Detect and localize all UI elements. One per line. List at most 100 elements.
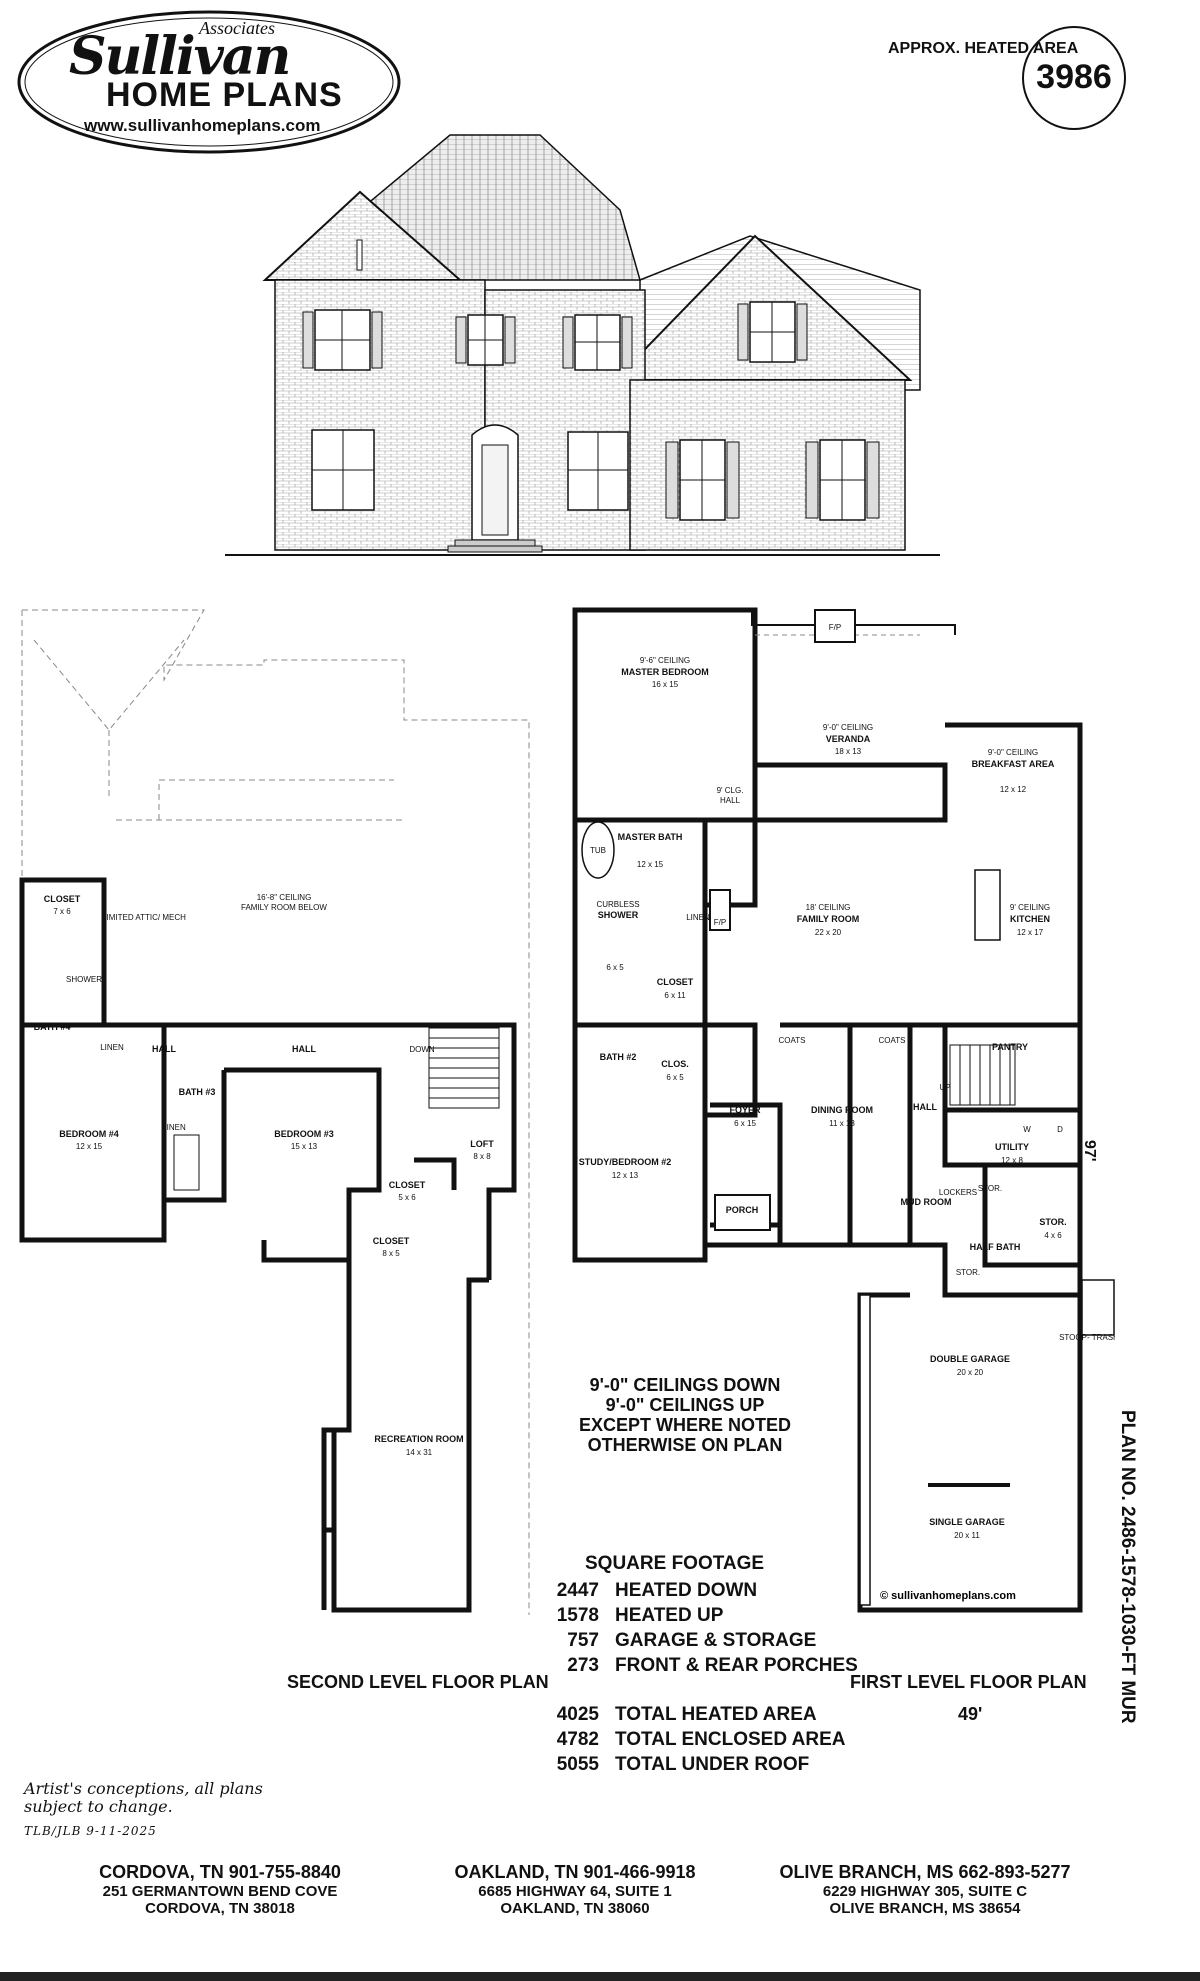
second-shower: SHOWER [66, 975, 102, 984]
second-linen-a: LINEN [100, 1043, 124, 1052]
second-loft-size: 8 x 8 [473, 1152, 491, 1161]
second-bedroom3-size: 15 x 13 [291, 1142, 318, 1151]
first-coats-b: COATS [879, 1036, 906, 1045]
second-closet-c: CLOSET [373, 1236, 410, 1246]
second-fr-below: FAMILY ROOM BELOW [241, 903, 327, 912]
office-citystate: OAKLAND, TN 38060 [500, 1900, 650, 1917]
office-cordova: CORDOVA, TN 901-755-8840 251 GERMANTOWN … [90, 1862, 350, 1917]
ceiling-note: 9'-0" CEILINGS DOWN 9'-0" CEILINGS UP EX… [560, 1375, 810, 1455]
first-tub: TUB [590, 846, 606, 855]
first-clg-hall-b: HALL [720, 796, 741, 805]
first-stor-b-size: 4 x 6 [1044, 1231, 1062, 1240]
plan-number: PLAN NO. 2486-1578-1030-FT MUR [1117, 1410, 1138, 1724]
first-clg-hall-a: 9' CLG. [717, 786, 744, 795]
initials-date: TLB/JLB 9-11-2025 [24, 1824, 157, 1838]
office-city: CORDOVA, TN 901-755-8840 [99, 1862, 341, 1882]
disclaimer-line: Artist's conceptions, all plans [24, 1779, 263, 1798]
first-shower: SHOWER [598, 910, 639, 920]
first-veranda-ceiling: 9'-0" CEILING [823, 723, 873, 732]
second-recreation-size: 14 x 31 [406, 1448, 433, 1457]
second-bedroom3: BEDROOM #3 [274, 1129, 334, 1139]
first-study-size: 12 x 13 [612, 1171, 639, 1180]
first-clos-size: 6 x 5 [666, 1073, 684, 1082]
first-linen: LINEN [686, 913, 710, 922]
ceiling-note-line: 9'-0" CEILINGS UP [605, 1395, 765, 1415]
first-depth-dim: 97' [1081, 1140, 1098, 1162]
logo-script: Sullivan [69, 26, 291, 87]
first-family-size: 22 x 20 [815, 928, 842, 937]
second-loft: LOFT [470, 1139, 494, 1149]
first-curbless: CURBLESS [596, 900, 639, 909]
second-closet-a: CLOSET [44, 894, 81, 904]
second-level-plan: CLOSET 7 x 6 SHOWER BATH #4 LINEN HALL H… [19, 609, 530, 1615]
second-closet-b: CLOSET [389, 1180, 426, 1190]
second-hall-a: HALL [152, 1044, 176, 1054]
second-closet-c-size: 8 x 5 [382, 1249, 400, 1258]
second-bedroom4-size: 12 x 15 [76, 1142, 103, 1151]
first-single-garage-size: 20 x 11 [954, 1531, 980, 1540]
first-double-garage: DOUBLE GARAGE [930, 1354, 1010, 1364]
first-study: STUDY/BEDROOM #2 [579, 1157, 672, 1167]
second-recreation: RECREATION ROOM [374, 1434, 463, 1444]
disclaimer: Artist's conceptions, all plans subject … [24, 1780, 263, 1816]
first-copyright: © sullivanhomeplans.com [880, 1590, 1016, 1602]
first-foyer: FOYER [729, 1105, 761, 1115]
first-closet-big-size: 6 x 11 [664, 991, 686, 1000]
first-clos: CLOS. [661, 1059, 689, 1069]
first-width-dim: 49' [958, 1704, 983, 1724]
disclaimer-line: subject to change. [24, 1797, 173, 1816]
first-mud: MUD ROOM [901, 1197, 952, 1207]
office-city: OAKLAND, TN 901-466-9918 [454, 1862, 696, 1882]
first-master: MASTER BEDROOM [621, 667, 709, 677]
second-closet-b-size: 5 x 6 [398, 1193, 416, 1202]
second-linen-b: LINEN [162, 1123, 186, 1132]
first-dining-size: 11 x 13 [829, 1119, 855, 1128]
second-attic: LIMITED ATTIC/ MECH [102, 913, 186, 922]
first-master-ceiling: 9'-6" CEILING [640, 656, 690, 665]
second-bath3: BATH #3 [179, 1087, 216, 1097]
office-city: OLIVE BRANCH, MS 662-893-5277 [779, 1862, 1071, 1882]
first-breakfast-size: 12 x 12 [1000, 785, 1027, 794]
first-family: FAMILY ROOM [797, 914, 860, 924]
first-utility-size: 12 x 8 [1001, 1156, 1023, 1165]
first-half-bath: HALF BATH [970, 1242, 1021, 1252]
first-veranda: VERANDA [826, 734, 871, 744]
first-breakfast: BREAKFAST AREA [972, 759, 1055, 769]
first-breakfast-ceiling: 9'-0" CEILING [988, 748, 1038, 757]
first-stor-a: STOR. [978, 1184, 1002, 1193]
office-citystate: OLIVE BRANCH, MS 38654 [829, 1900, 1021, 1917]
second-level-title: SECOND LEVEL FLOOR PLAN [287, 1672, 549, 1692]
logo-url: www.sullivanhomeplans.com [84, 116, 321, 135]
first-utility: UTILITY [995, 1142, 1029, 1152]
heated-area-circle [1022, 26, 1126, 130]
square-footage-title: SQUARE FOOTAGE [585, 1553, 765, 1574]
second-down: DOWN [409, 1045, 435, 1054]
first-coats-a: COATS [779, 1036, 806, 1045]
first-fp-mid: F/P [714, 918, 726, 927]
first-kitchen-ceiling: 9' CEILING [1010, 903, 1050, 912]
first-lockers: LOCKERS [939, 1188, 977, 1197]
second-bedroom4: BEDROOM #4 [59, 1129, 119, 1139]
ceiling-note-line: EXCEPT WHERE NOTED [578, 1415, 792, 1435]
first-single-garage: SINGLE GARAGE [929, 1517, 1005, 1527]
first-level-title: FIRST LEVEL FLOOR PLAN [850, 1672, 1087, 1692]
second-closet-a-size: 7 x 6 [53, 907, 71, 916]
first-veranda-size: 18 x 13 [835, 747, 862, 756]
first-closet-65: 6 x 5 [606, 963, 624, 972]
office-olive-branch: OLIVE BRANCH, MS 662-893-5277 6229 HIGHW… [770, 1862, 1080, 1917]
logo-brand: HOME PLANS [106, 76, 343, 114]
first-stoop: STOOP- TRASH PAD [1059, 1333, 1115, 1342]
first-master-size: 16 x 15 [652, 680, 679, 689]
office-oakland: OAKLAND, TN 901-466-9918 6685 HIGHWAY 64… [445, 1862, 705, 1917]
first-master-bath-size: 12 x 15 [637, 860, 664, 869]
company-logo: Associates Sullivan HOME PLANS www.sulli… [14, 8, 404, 158]
front-elevation-drawing [225, 134, 940, 556]
office-address: 6229 HIGHWAY 305, SUITE C [822, 1883, 1028, 1900]
